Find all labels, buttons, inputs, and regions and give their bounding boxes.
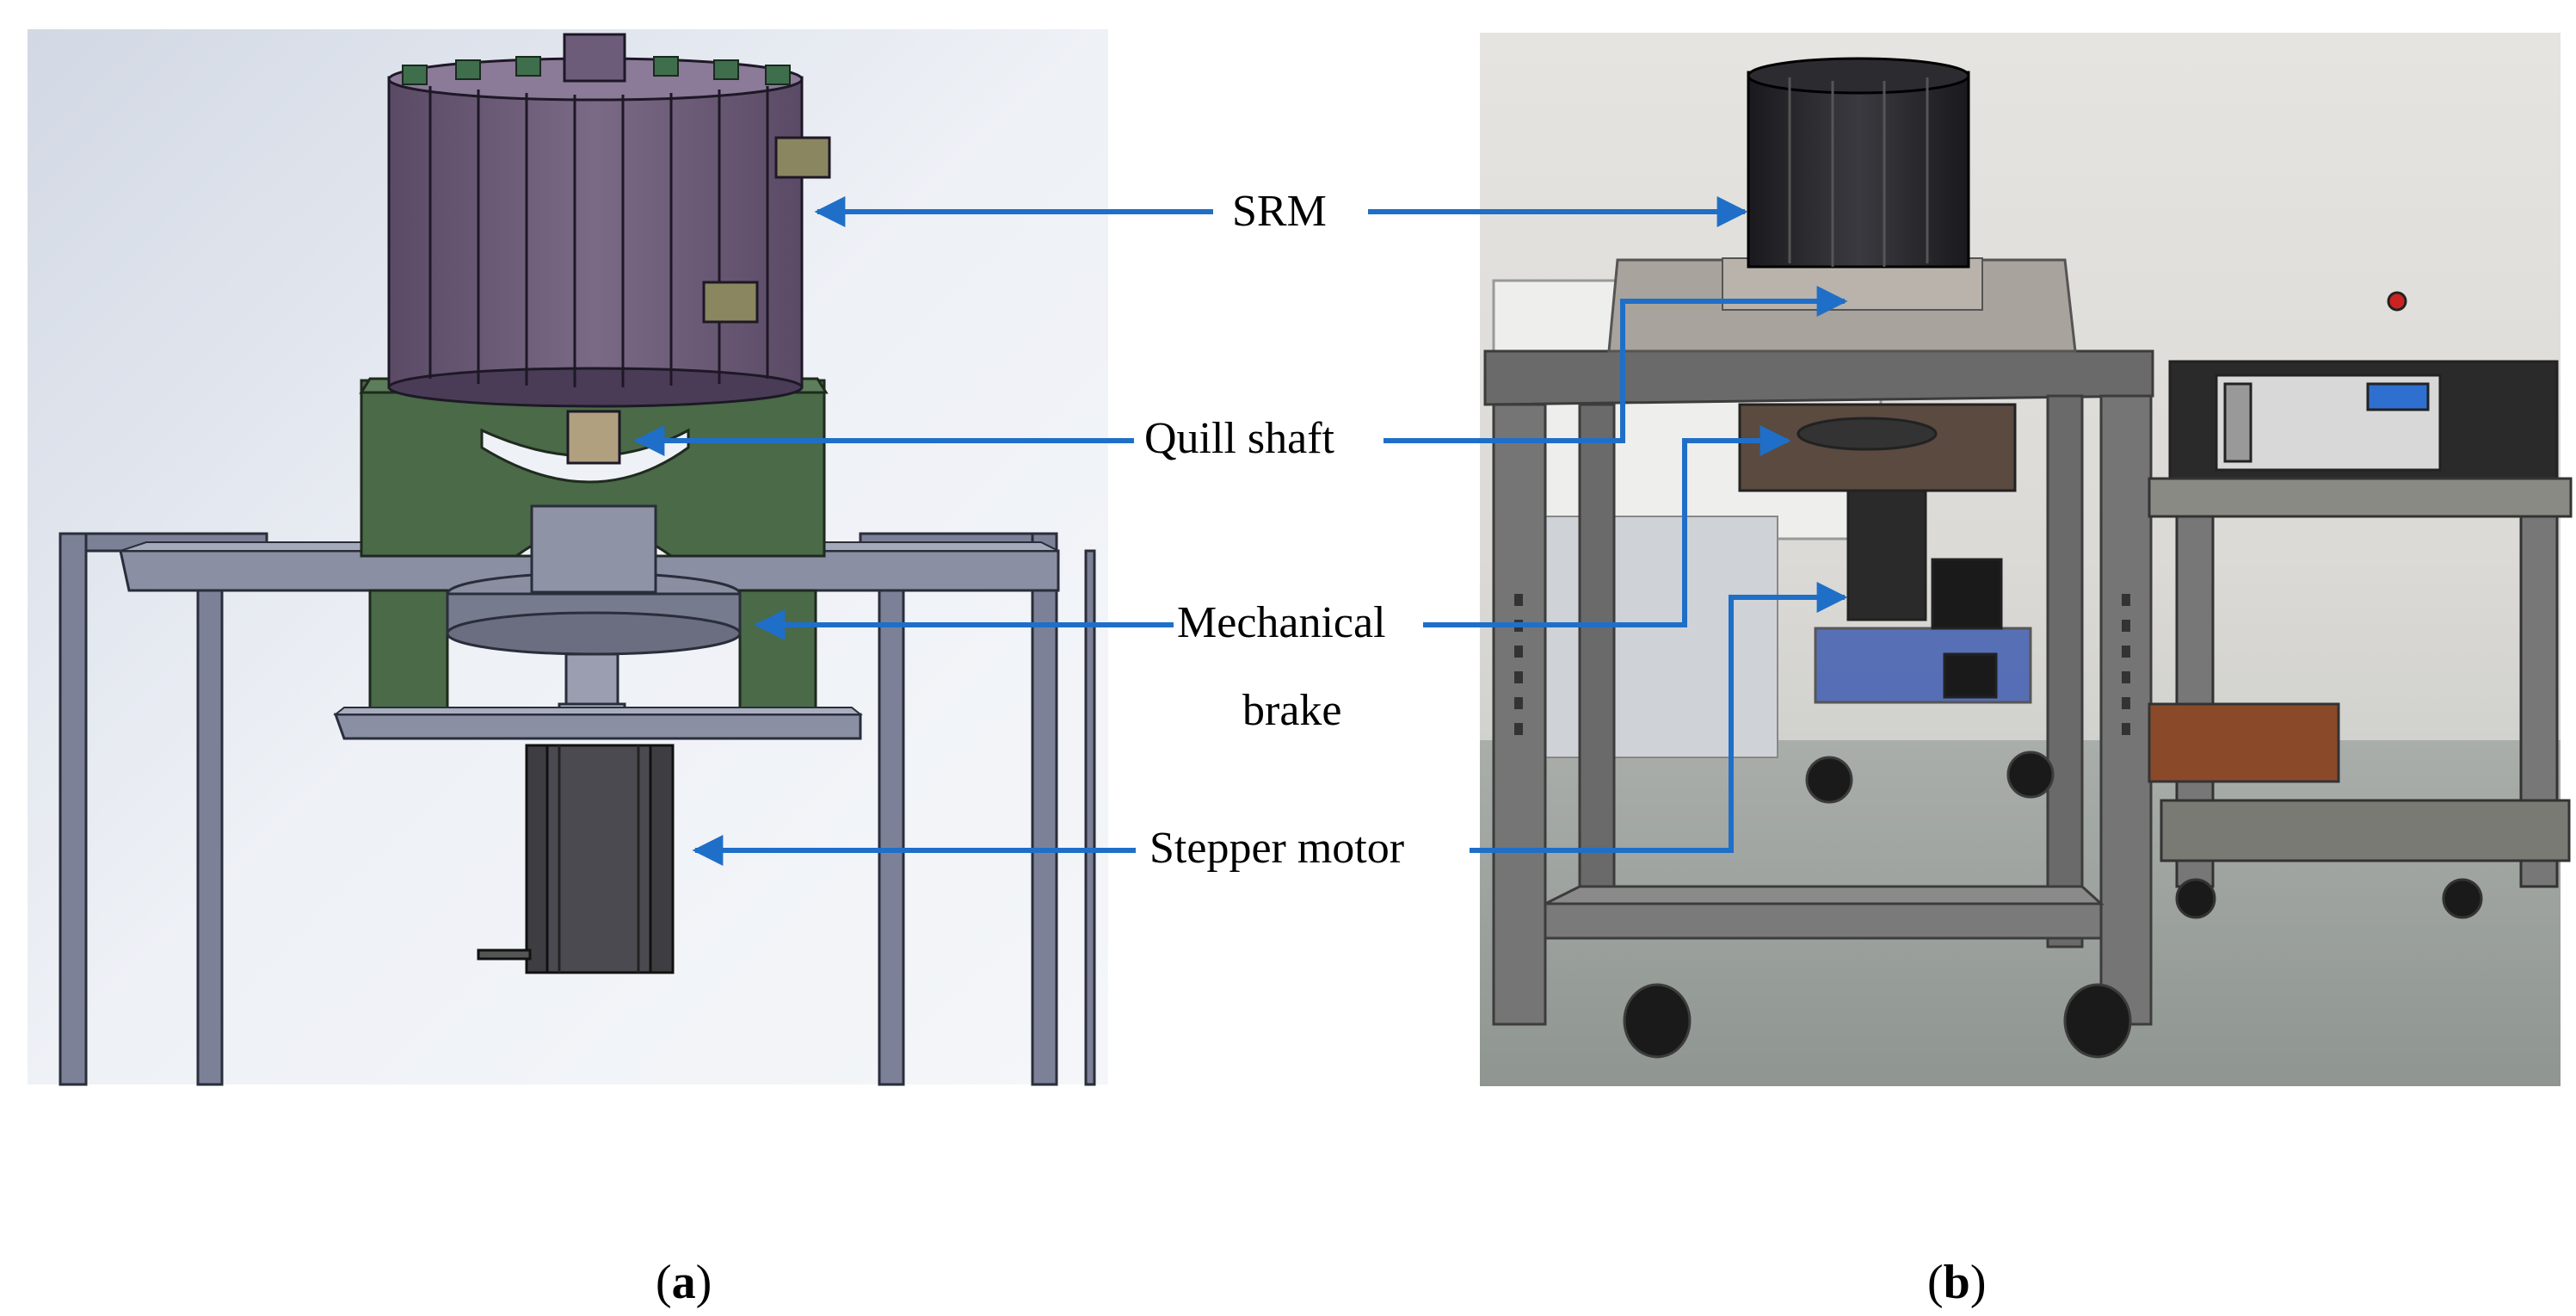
cad-stepper-motor xyxy=(477,744,675,974)
cad-mechanical-brake xyxy=(446,504,742,656)
caption-b-letter: b xyxy=(1943,1256,1970,1309)
label-stepper-motor: Stepper motor xyxy=(1149,824,1405,873)
photo-right-cart xyxy=(2148,477,2573,919)
photo-power-supply xyxy=(2168,291,2559,497)
cad-lower-plate xyxy=(333,713,862,740)
annotation-arrows xyxy=(633,196,1848,866)
panel-a-cad-drawing xyxy=(28,29,1108,1086)
caption-a: (a) xyxy=(656,1256,712,1309)
arrow-stepper-right xyxy=(1470,582,1848,853)
label-quill-shaft: Quill shaft xyxy=(1144,414,1334,463)
photo-srm xyxy=(1747,57,1970,269)
label-mechanical-brake-line2: brake xyxy=(1242,686,1342,735)
arrow-brake-right xyxy=(1423,425,1791,627)
label-mechanical-brake-line1: Mechanical xyxy=(1177,598,1386,647)
panel-b-photograph xyxy=(1480,33,2573,1086)
label-srm: SRM xyxy=(1232,187,1327,236)
caption-b: (b) xyxy=(1927,1256,1987,1309)
arrow-quill-right xyxy=(1384,286,1848,443)
caption-a-letter: a xyxy=(671,1256,696,1309)
cad-srm-motor xyxy=(387,33,831,465)
